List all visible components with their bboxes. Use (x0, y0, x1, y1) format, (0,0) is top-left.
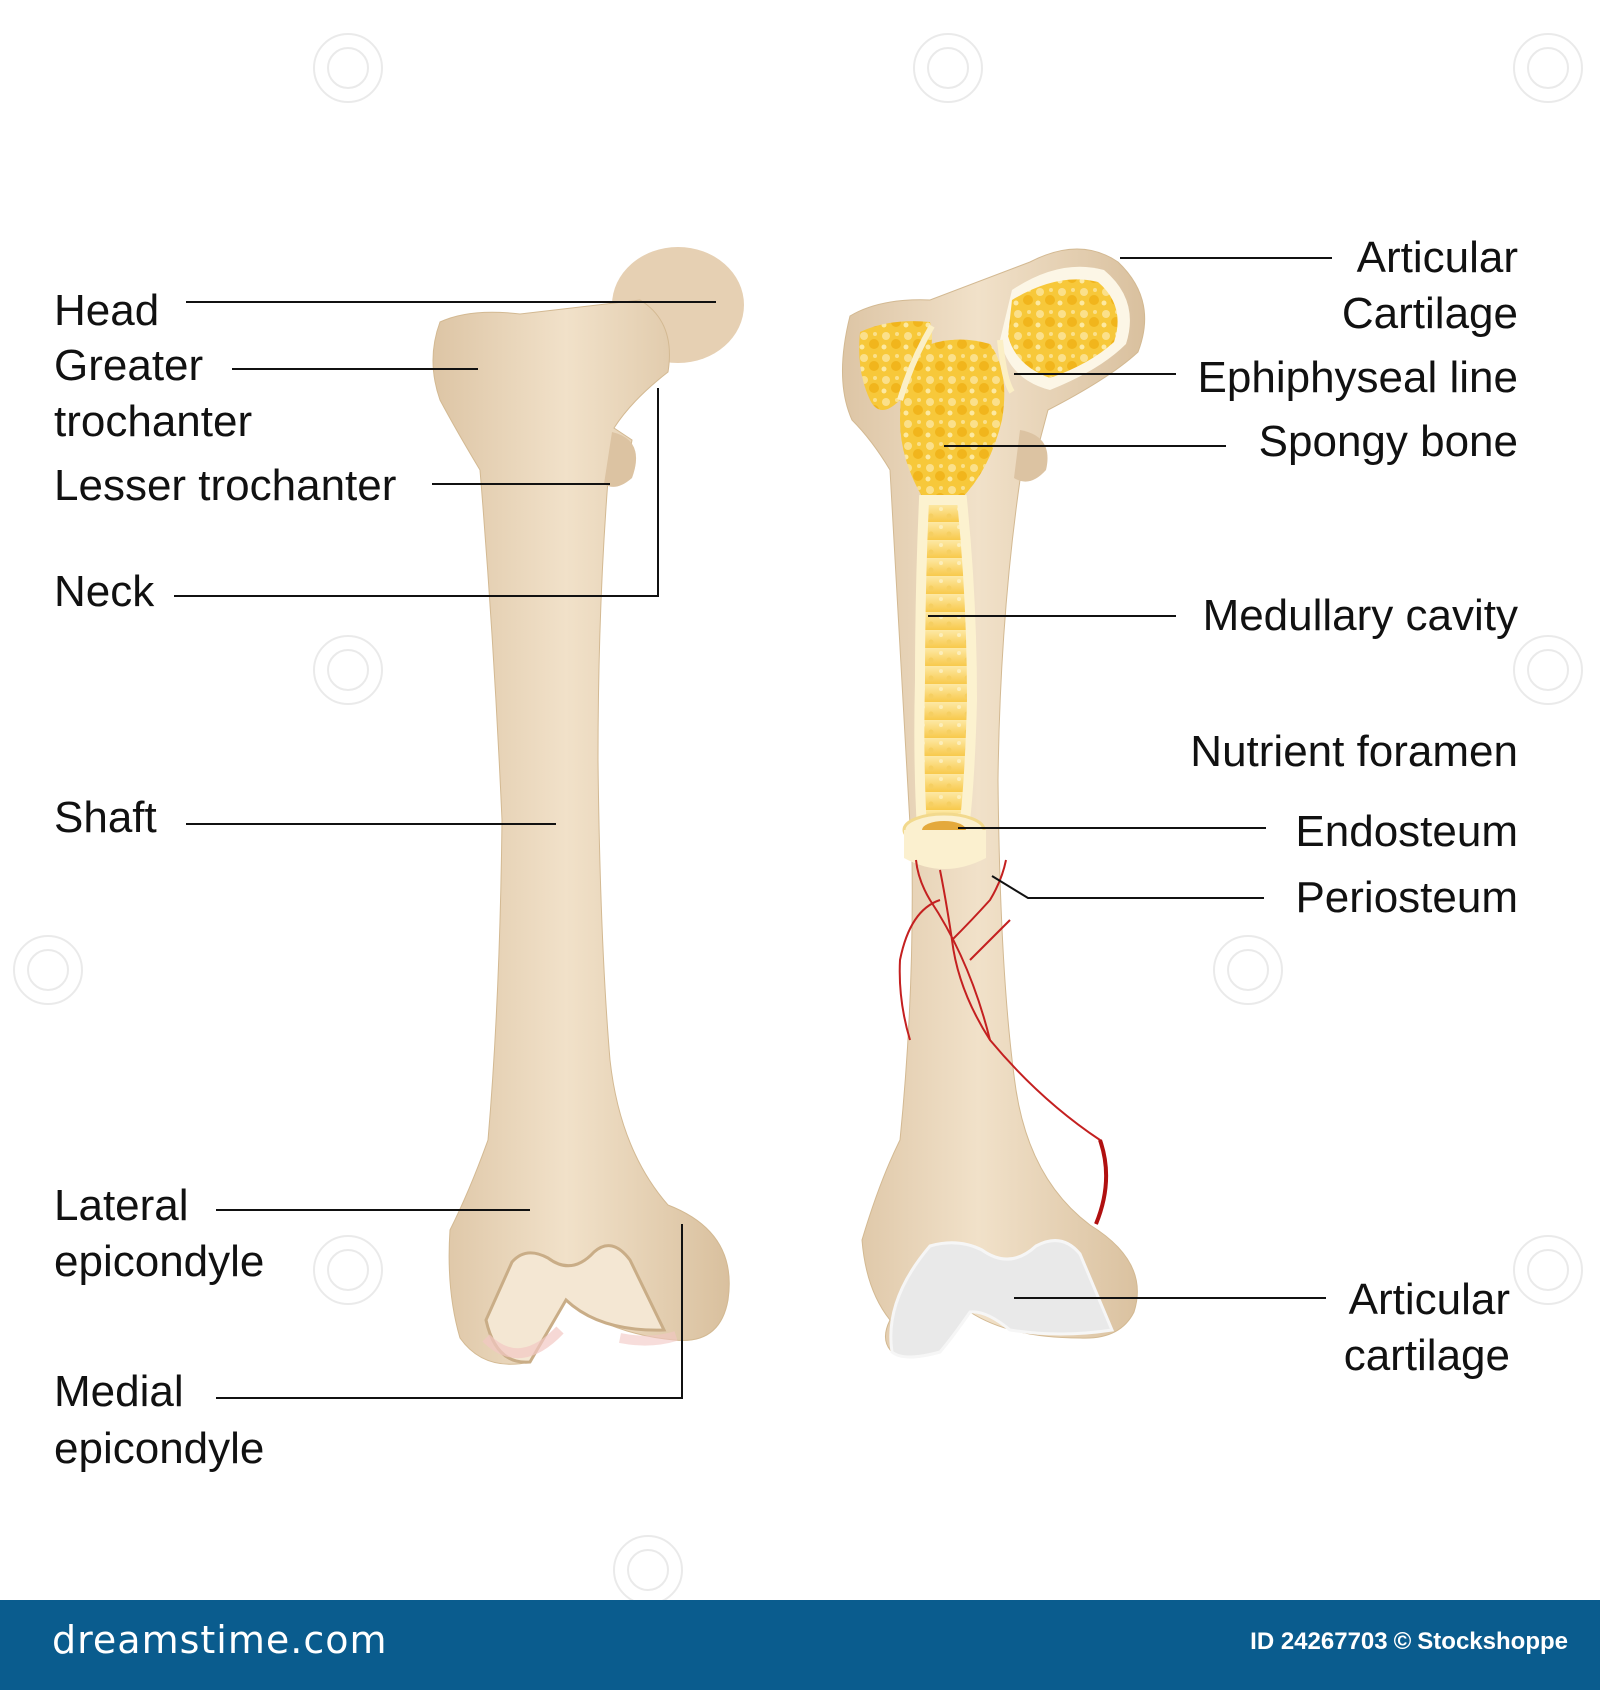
image-credit: ID 24267703©Stockshoppe (1244, 1628, 1568, 1656)
femur-cross-section (841, 248, 1146, 1359)
label-lesser-trochanter: Lesser trochanter (54, 461, 396, 510)
spongy-bone-trochanter (859, 321, 932, 410)
label-greater-trochanter-line2: trochanter (54, 397, 252, 446)
femur-exterior (432, 247, 744, 1365)
patellar-surface (484, 1244, 667, 1364)
leader-lines-left (174, 301, 716, 1399)
label-articular-cartilage-top-line1: Articular (1357, 233, 1518, 282)
label-medial-epicondyle-line1: Medial (54, 1367, 184, 1416)
label-neck: Neck (54, 567, 155, 616)
label-medial-epicondyle-line2: epicondyle (54, 1424, 264, 1473)
label-nutrient-foramen: Nutrient foramen (1190, 727, 1518, 776)
label-endosteum: Endosteum (1295, 807, 1518, 856)
image-id: ID 24267703 (1250, 1628, 1388, 1655)
spongy-bone-head (1008, 279, 1118, 378)
medullary-cavity (914, 495, 978, 835)
femur-anatomy-diagram: Head Greater trochanter Lesser trochante… (13, 33, 1583, 1600)
label-articular-cartilage-bottom-line2: cartilage (1344, 1331, 1510, 1380)
spongy-bone-neck (900, 339, 1005, 500)
brand-logo[interactable]: dreamstime.com (52, 1618, 388, 1662)
label-spongy-bone: Spongy bone (1259, 417, 1518, 466)
label-ephiphyseal-line: Ephiphyseal line (1198, 353, 1518, 402)
leader-lines-right (928, 257, 1332, 1299)
author-name: Stockshoppe (1417, 1628, 1568, 1655)
epiphyseal-line (997, 339, 1015, 394)
label-lateral-epicondyle-line1: Lateral (54, 1181, 189, 1230)
label-head: Head (54, 286, 159, 335)
footer-bar: dreamstime.com ID 24267703©Stockshoppe (0, 1600, 1600, 1690)
label-medullary-cavity: Medullary cavity (1203, 591, 1518, 640)
label-articular-cartilage-top-line2: Cartilage (1342, 289, 1518, 338)
labels-left: Head Greater trochanter Lesser trochante… (54, 286, 396, 1473)
watermark-swirls (13, 33, 1583, 1600)
label-articular-cartilage-bottom-line1: Articular (1349, 1275, 1510, 1324)
labels-right: Articular Cartilage Ephiphyseal line Spo… (1190, 233, 1518, 1380)
label-periosteum: Periosteum (1295, 873, 1518, 922)
copyright-symbol: © (1393, 1628, 1412, 1655)
lesser-trochanter (604, 432, 637, 487)
femur-body (432, 299, 730, 1365)
label-lateral-epicondyle-line2: epicondyle (54, 1237, 264, 1286)
label-greater-trochanter-line1: Greater (54, 341, 203, 390)
distal-articular-cartilage (889, 1239, 1115, 1359)
label-shaft: Shaft (54, 793, 157, 842)
